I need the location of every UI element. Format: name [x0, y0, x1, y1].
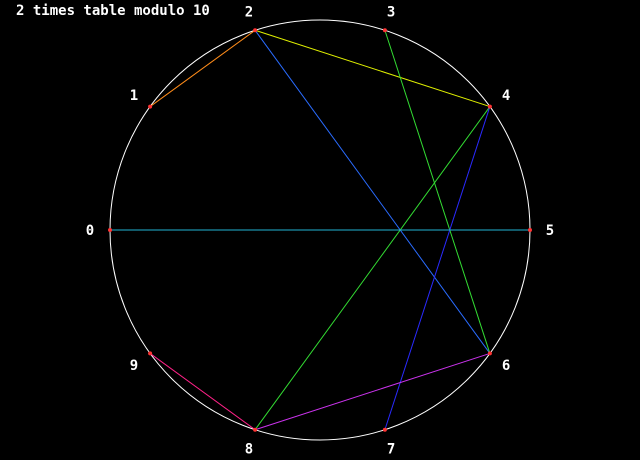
point-9 [148, 351, 153, 356]
chord-2-6 [254, 29, 491, 354]
chord-4-7 [384, 106, 491, 430]
point-8 [253, 427, 258, 432]
point-5 [528, 228, 532, 232]
chord-3-6 [384, 30, 491, 354]
point-label-8: 8 [245, 442, 253, 458]
point-label-3: 3 [387, 4, 395, 20]
point-labels: 0 1 2 3 4 5 6 7 8 9 [86, 4, 554, 457]
point-label-1: 1 [130, 88, 138, 104]
point-label-6: 6 [502, 358, 510, 374]
point-4 [487, 104, 492, 109]
chord-9-8 [149, 353, 256, 431]
chord-6-8 [254, 352, 491, 431]
chord-2-4 [254, 29, 491, 108]
circle-points [108, 28, 532, 432]
point-6 [487, 351, 492, 356]
point-label-0: 0 [86, 223, 94, 239]
point-1 [148, 104, 153, 109]
point-label-4: 4 [502, 88, 510, 104]
point-label-5: 5 [546, 223, 554, 239]
chord-1-2 [149, 29, 256, 107]
point-label-9: 9 [130, 358, 138, 374]
point-label-7: 7 [387, 442, 395, 458]
point-2 [253, 28, 258, 33]
point-0 [108, 228, 112, 232]
point-label-2: 2 [245, 4, 253, 20]
chord-4-8 [254, 106, 491, 431]
diagram-title: 2 times table modulo 10 [16, 3, 210, 19]
point-3 [382, 28, 387, 33]
chord-lines [110, 29, 530, 431]
point-7 [382, 427, 387, 432]
